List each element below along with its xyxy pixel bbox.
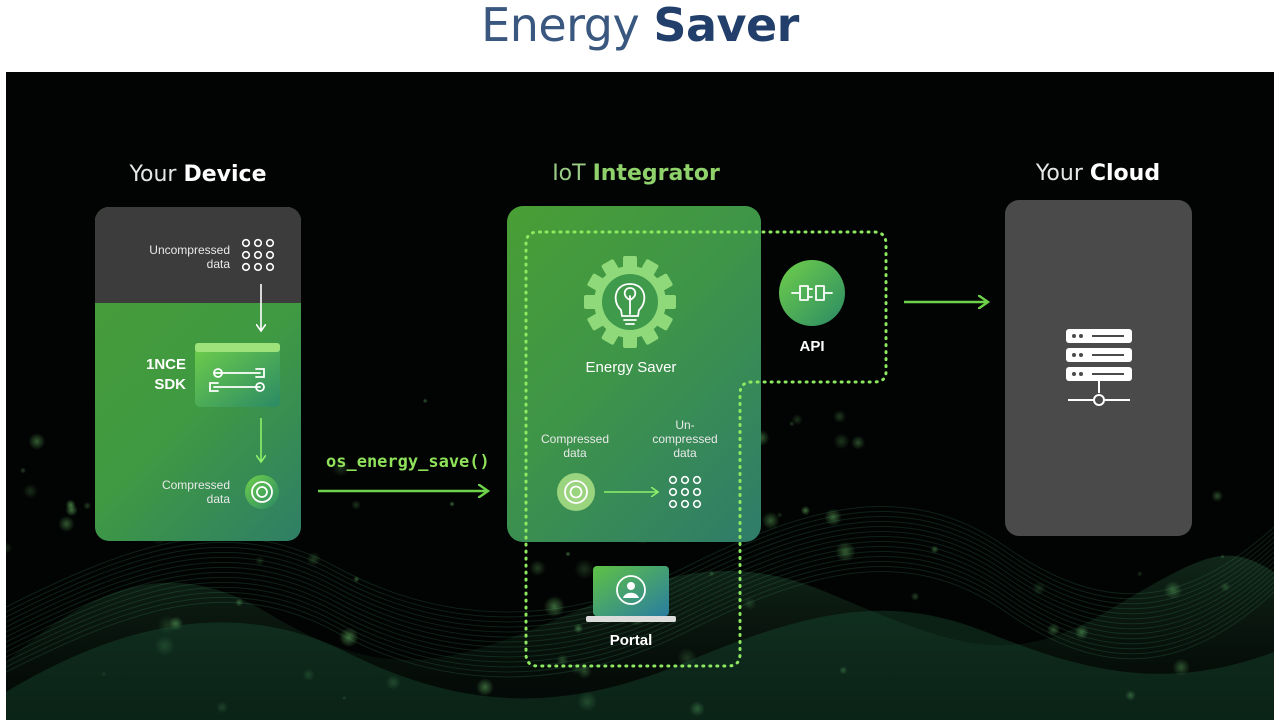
cloud-title-bold: Cloud	[1089, 161, 1161, 186]
bokeh-particle	[543, 596, 566, 618]
bokeh-particle	[761, 511, 780, 530]
bokeh-particle	[1211, 490, 1224, 502]
iot-uncompressed-line3: data	[673, 446, 697, 460]
bokeh-particle	[19, 467, 27, 474]
bokeh-particle	[791, 414, 803, 426]
wave-line	[6, 551, 1274, 658]
gear-lightbulb-icon	[584, 256, 676, 348]
bokeh-particle	[83, 501, 92, 510]
iot-title-light: IoT	[552, 161, 586, 186]
cloud-title-light: Your	[1035, 161, 1083, 186]
sdk-label: 1NCE SDK	[126, 355, 186, 395]
bokeh-particle	[529, 560, 546, 577]
bokeh-particle	[800, 505, 811, 516]
data-grid-icon	[241, 238, 275, 272]
diagram-stage: Your Device IoT Integrator Your Cloud Un…	[6, 72, 1274, 720]
iot-compressed-data-icon	[557, 473, 595, 511]
wave-line	[6, 546, 1274, 653]
bokeh-particle	[910, 592, 920, 601]
diagram-overlay	[195, 230, 1132, 668]
wave-line	[6, 561, 1274, 668]
wave-line	[6, 521, 1274, 628]
background-waves	[6, 383, 1274, 720]
cloud-column-title: Your Cloud	[1018, 161, 1178, 186]
bokeh-particle	[776, 512, 783, 518]
bokeh-particle	[1137, 571, 1143, 577]
function-call-label: os_energy_save()	[326, 452, 490, 472]
bokeh-particle	[788, 421, 795, 427]
device-title-bold: Device	[183, 162, 267, 187]
plug-icon	[779, 260, 845, 326]
bokeh-particle	[58, 515, 75, 532]
iot-compressed-line1: Compressed	[540, 432, 610, 446]
iot-title-bold: Integrator	[592, 161, 720, 186]
sdk-tools-icon	[195, 343, 280, 407]
integrator-boundary	[524, 230, 888, 668]
device-uncompressed-line2: data	[206, 257, 230, 271]
iot-column-title: IoT Integrator	[546, 161, 726, 186]
bokeh-particle	[65, 499, 76, 510]
laptop-user-icon	[586, 566, 676, 622]
iot-compressed-line2: data	[563, 446, 587, 460]
iot-data-grid-icon	[668, 475, 702, 509]
bokeh-particle	[332, 459, 350, 477]
portal-label: Portal	[609, 632, 653, 649]
wave-line	[6, 511, 1274, 618]
device-compressed-line2: data	[206, 492, 230, 506]
wave-line	[6, 531, 1274, 638]
sdk-line2: SDK	[154, 376, 186, 393]
bokeh-particle	[574, 559, 595, 580]
bokeh-particle	[306, 551, 321, 567]
bokeh-particle	[22, 483, 38, 499]
bokeh-particle	[422, 398, 428, 404]
device-compressed-label: Compressed data	[134, 478, 230, 506]
bokeh-particle	[353, 576, 360, 583]
page-title-part1: Energy	[481, 0, 640, 52]
energy-saver-label: Energy Saver	[585, 359, 677, 376]
bokeh-particle	[833, 433, 850, 450]
iot-uncompressed-line1: Un-	[675, 418, 695, 432]
device-column-title: Your Device	[116, 162, 280, 187]
device-title-light: Your	[129, 162, 177, 187]
bokeh-particle	[833, 410, 847, 423]
bokeh-particle	[255, 556, 265, 566]
wave-line	[6, 526, 1274, 633]
api-label: API	[799, 338, 825, 355]
device-compressed-line1: Compressed	[161, 478, 230, 492]
wave-line	[6, 556, 1274, 663]
bokeh-particle	[835, 541, 856, 562]
bokeh-particle	[824, 508, 842, 527]
wave-line	[6, 566, 1274, 673]
bokeh-particle	[565, 551, 571, 557]
server-icon	[1066, 329, 1132, 406]
page-title: Energy Saver	[0, 0, 1280, 56]
bokeh-particle	[930, 545, 939, 554]
bokeh-particle	[1031, 581, 1046, 596]
bokeh-particle	[1046, 623, 1061, 637]
iot-compressed-label: Compressed data	[532, 432, 618, 460]
bokeh-particle	[6, 541, 13, 554]
wave-line	[6, 516, 1274, 623]
wave-line	[6, 536, 1274, 643]
iot-uncompressed-label: Un- compressed data	[640, 418, 730, 460]
iot-uncompressed-line2: compressed	[652, 432, 718, 446]
device-uncompressed-label: Uncompressed data	[124, 243, 230, 271]
sdk-line1: 1NCE	[145, 356, 186, 373]
page-title-part2: Saver	[653, 0, 799, 52]
wave-line	[6, 571, 1274, 678]
compressed-data-icon	[245, 475, 279, 509]
bokeh-particle	[851, 435, 866, 450]
bokeh-particle	[449, 501, 455, 507]
device-uncompressed-line1: Uncompressed	[149, 243, 230, 257]
bokeh-particle	[351, 500, 361, 510]
wave-line	[6, 541, 1274, 648]
bokeh-particle	[339, 627, 359, 647]
bokeh-particle	[28, 433, 46, 450]
